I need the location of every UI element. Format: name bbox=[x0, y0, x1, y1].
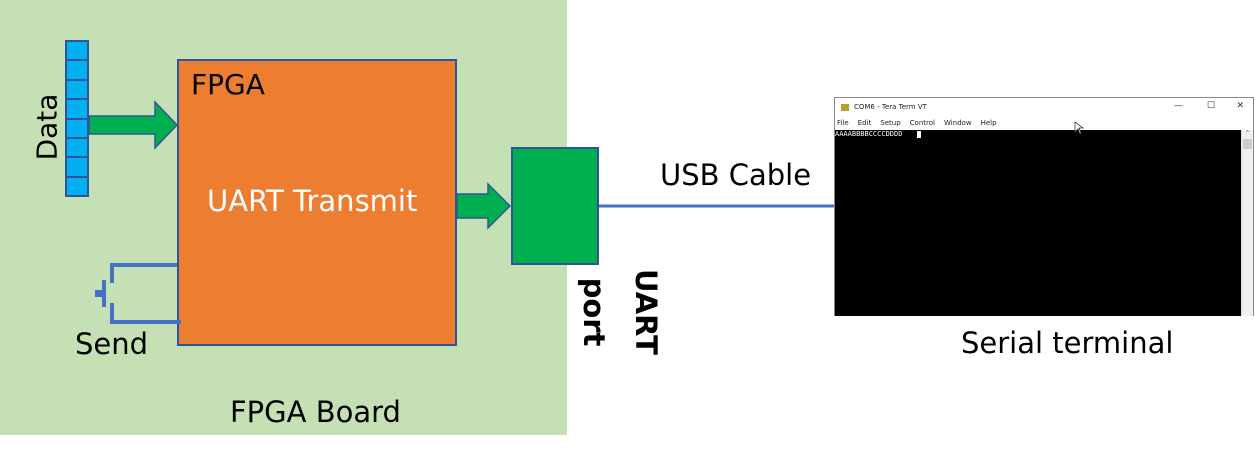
terminal-output: AAAABBBBCCCCDDDD bbox=[835, 130, 903, 138]
board-label: FPGA Board bbox=[230, 395, 401, 429]
close-icon[interactable]: ✕ bbox=[1236, 101, 1244, 111]
terminal-window[interactable]: COM6 - Tera Term VT — ☐ ✕ File Edit Setu… bbox=[834, 97, 1254, 316]
scrollbar[interactable]: ^ bbox=[1241, 130, 1253, 316]
data-register bbox=[65, 40, 89, 211]
scroll-thumb[interactable] bbox=[1243, 139, 1252, 149]
send-label: Send bbox=[75, 327, 149, 361]
menu-window[interactable]: Window bbox=[943, 118, 972, 127]
window-title: COM6 - Tera Term VT bbox=[854, 103, 927, 111]
fpga-label: FPGA bbox=[191, 68, 265, 101]
fpga-block bbox=[177, 59, 457, 346]
scroll-up-icon[interactable]: ^ bbox=[1244, 130, 1251, 137]
terminal-titlebar[interactable]: COM6 - Tera Term VT bbox=[835, 98, 1253, 116]
app-icon bbox=[841, 103, 849, 111]
maximize-icon[interactable]: ☐ bbox=[1206, 101, 1215, 111]
send-button-symbol bbox=[95, 263, 181, 324]
menu-bar: File Edit Setup Control Window Help bbox=[835, 116, 1253, 129]
uart-port-label-1: UART bbox=[629, 269, 663, 355]
uart-port-label-2: port bbox=[577, 277, 611, 347]
minimize-icon[interactable]: — bbox=[1174, 101, 1183, 111]
usb-cable-label: USB Cable bbox=[660, 158, 812, 192]
menu-control[interactable]: Control bbox=[909, 118, 935, 127]
uart-port bbox=[511, 147, 599, 265]
menu-setup[interactable]: Setup bbox=[880, 118, 901, 127]
uart-transmit-label: UART Transmit bbox=[207, 184, 418, 218]
cursor-icon bbox=[917, 131, 921, 138]
uart-arrow bbox=[456, 182, 512, 230]
terminal-screen[interactable]: AAAABBBBCCCCDDDD bbox=[835, 130, 1243, 316]
menu-edit[interactable]: Edit bbox=[857, 118, 872, 127]
menu-file[interactable]: File bbox=[837, 118, 849, 127]
data-arrow bbox=[88, 100, 179, 150]
register-cell bbox=[65, 175, 89, 198]
menu-help[interactable]: Help bbox=[980, 118, 997, 127]
mouse-pointer-icon bbox=[1074, 121, 1084, 135]
serial-terminal-caption: Serial terminal bbox=[961, 326, 1174, 360]
